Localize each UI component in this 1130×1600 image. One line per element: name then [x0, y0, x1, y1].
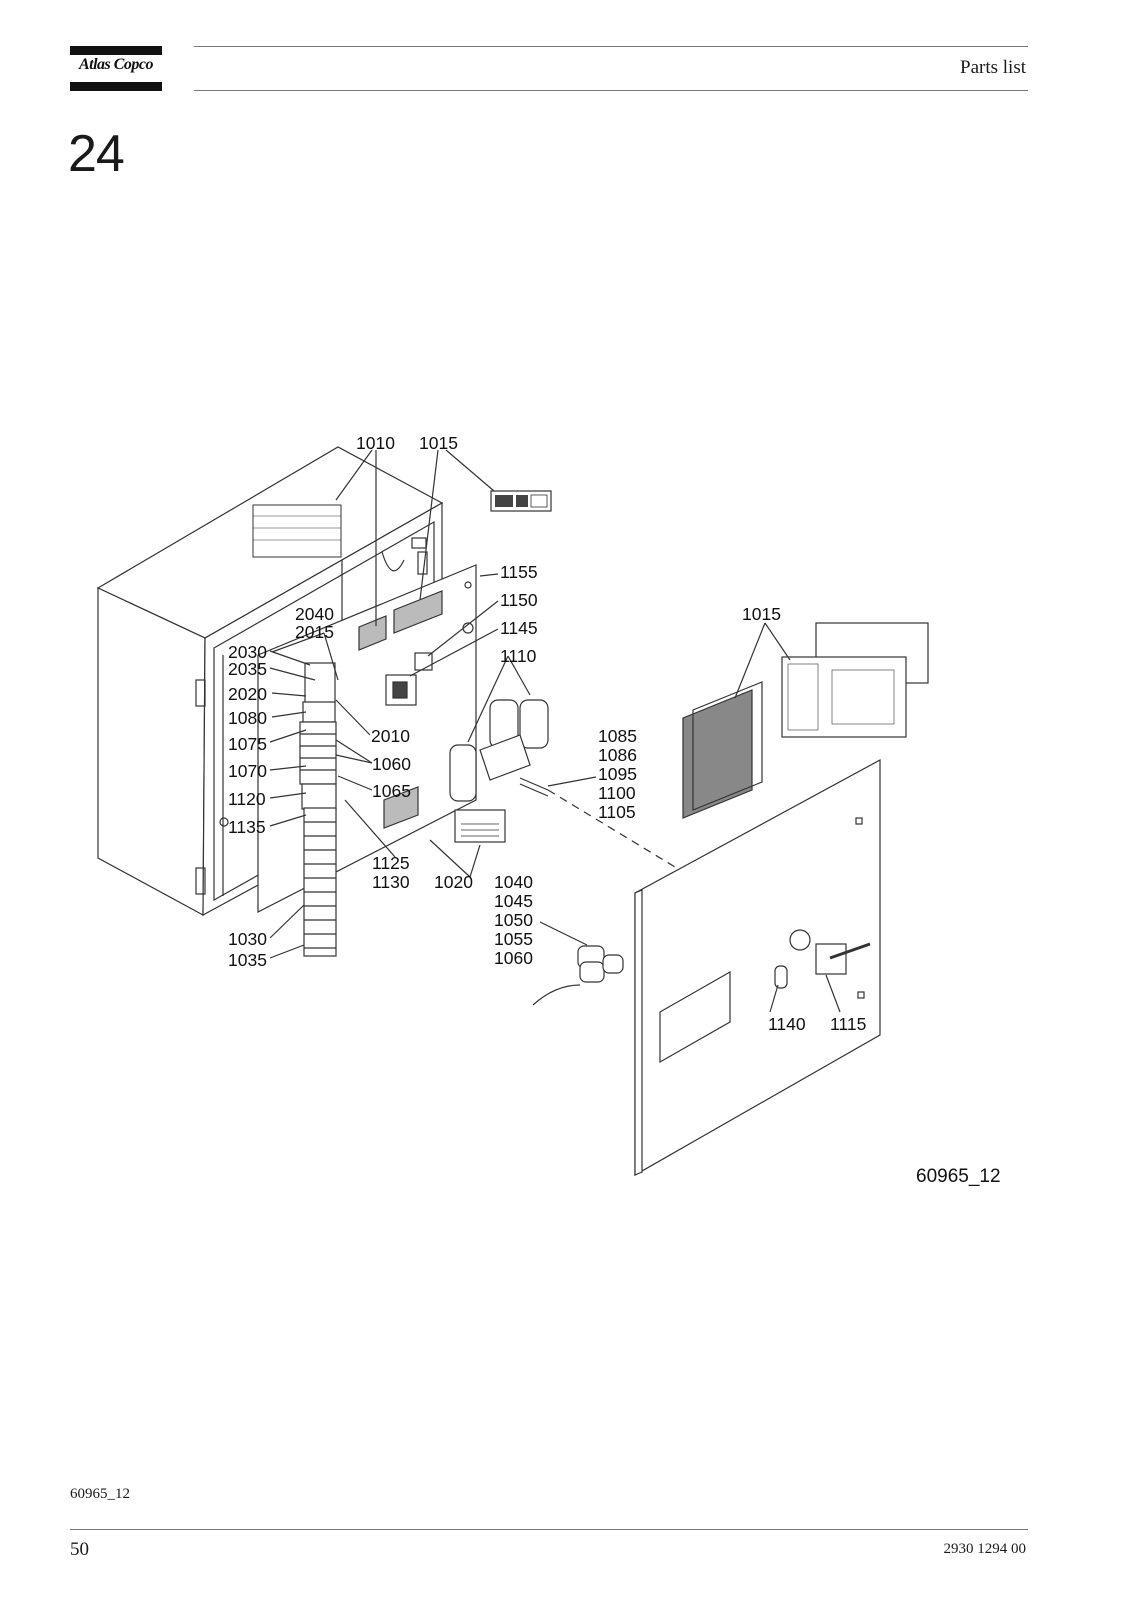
callout-1120: 1120 [228, 789, 266, 809]
callout-1155: 1155 [500, 562, 538, 582]
figure-reference-id: 60965_12 [916, 1166, 1001, 1187]
callout-1040: 1040 [494, 872, 533, 892]
callout-1135: 1135 [228, 817, 266, 837]
callout-1115: 1115 [830, 1014, 866, 1034]
drawing-linework [96, 446, 929, 1177]
callout-1050: 1050 [494, 910, 533, 930]
callout-1055: 1055 [494, 929, 533, 949]
page-title: Parts list [960, 57, 1026, 78]
footer-figure-reference: 60965_12 [70, 1486, 130, 1502]
callout-1060: 1060 [372, 754, 411, 774]
callout-2010: 2010 [371, 726, 410, 746]
document-number: 2930 1294 00 [943, 1541, 1027, 1557]
callout-1080: 1080 [228, 708, 267, 728]
logo-bar-bottom [70, 82, 162, 91]
callout-1015: 1015 [419, 433, 458, 453]
callout-2030: 2030 [228, 642, 267, 662]
callout-1145: 1145 [500, 618, 538, 638]
callout-2035: 2035 [228, 659, 267, 679]
footer-rule [70, 1529, 1028, 1530]
callout-1010: 1010 [356, 433, 395, 453]
header-rule-bottom [194, 90, 1028, 91]
callout-1095: 1095 [598, 764, 637, 784]
header-rule-top [194, 46, 1028, 47]
logo-wordmark: Atlas Copco [78, 56, 154, 73]
callout-1130: 1130 [372, 872, 410, 892]
callout-1150: 1150 [500, 590, 538, 610]
atlas-copco-logo: Atlas Copco [70, 46, 162, 91]
callout-1075: 1075 [228, 734, 267, 754]
page-number: 50 [70, 1539, 89, 1560]
callout-1125: 1125 [372, 853, 410, 873]
callout-1105: 1105 [598, 802, 636, 822]
callout-2015: 2015 [295, 622, 334, 642]
callout-1070: 1070 [228, 761, 267, 781]
callout-1140: 1140 [768, 1014, 806, 1034]
callout-2040: 2040 [295, 604, 334, 624]
callout-1086: 1086 [598, 745, 637, 765]
section-number: 24 [68, 125, 125, 183]
callout-1060-cable: 1060 [494, 948, 533, 968]
callout-1065: 1065 [372, 781, 411, 801]
callout-1030: 1030 [228, 929, 267, 949]
callout-1100: 1100 [598, 783, 636, 803]
callout-1035: 1035 [228, 950, 267, 970]
callout-1015-diagrams: 1015 [742, 604, 781, 624]
callout-1020: 1020 [434, 872, 473, 892]
logo-bar-top [70, 46, 162, 55]
callout-1085: 1085 [598, 726, 637, 746]
callout-1045: 1045 [494, 891, 533, 911]
callout-2020: 2020 [228, 684, 267, 704]
callout-1110: 1110 [500, 646, 537, 666]
